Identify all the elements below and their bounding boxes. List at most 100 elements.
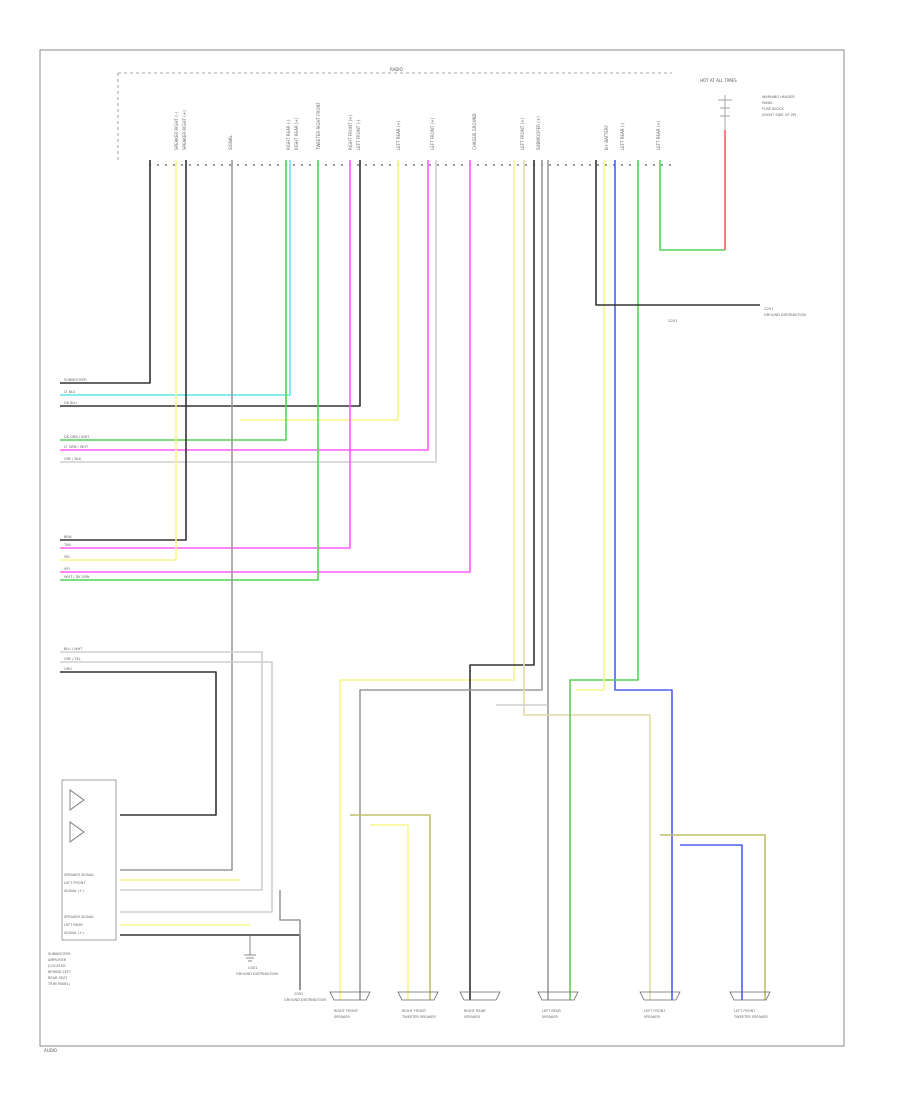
pin-dot — [661, 164, 663, 166]
left-wire-label: VIO — [64, 567, 70, 571]
left-wire-label: WHT / DK GRN — [64, 575, 90, 579]
left-wire-label: LT BLU — [64, 390, 76, 394]
warning-title: HOT AT ALL TIMES — [700, 78, 737, 83]
pin-dot — [581, 164, 583, 166]
pin-dot — [301, 164, 303, 166]
pin-dot — [269, 164, 271, 166]
left-wire-label: GRY / YEL — [64, 657, 81, 661]
wire-black — [120, 934, 301, 990]
warning-fuse-symbol — [718, 95, 732, 130]
pin-dot — [437, 164, 439, 166]
wire-cyan — [60, 160, 291, 396]
radio-pin-label: LEFT FRONT (+) — [430, 117, 435, 150]
pin-dot — [429, 164, 431, 166]
left-wire-label: BRN — [64, 535, 72, 539]
pin-dot — [181, 164, 183, 166]
radio-pin-dots — [149, 164, 671, 166]
warning-line: WARNING HEADER — [762, 95, 795, 99]
wire-gray — [279, 890, 301, 990]
left-wire-label: GRY / BLK — [64, 457, 82, 461]
wire-yellow — [576, 160, 605, 691]
radio-pin-label: SUBWOOFER (+) — [536, 116, 541, 150]
amplifier: SPEAKER SIGNAL LEFT FRONT SIGNAL (+) SPE… — [47, 779, 117, 986]
amplifier-symbol — [69, 789, 85, 843]
wire-olive — [660, 834, 766, 1000]
ground-ref: GROUND DISTRIBUTION — [764, 313, 806, 317]
left-wire-label: YEL — [64, 555, 70, 559]
radio-pin-label: LEFT REAR (+) — [396, 120, 401, 150]
speaker-sub: SPEAKER — [542, 1015, 558, 1019]
pin-dot — [669, 164, 671, 166]
pin-dot — [381, 164, 383, 166]
pin-dot — [229, 164, 231, 166]
pin-dot — [333, 164, 335, 166]
pin-dot — [485, 164, 487, 166]
pin-dot — [189, 164, 191, 166]
left-wire-label: ORG — [64, 667, 72, 671]
radio-pin-label: SIGNAL — [228, 134, 233, 150]
pin-dot — [597, 164, 599, 166]
pin-dot — [357, 164, 359, 166]
amplifier-line: BEHIND LEFT — [48, 970, 72, 974]
pin-dot — [501, 164, 503, 166]
speaker-right-front-tweeter: RIGHT FRONT TWEETER SPEAKER — [397, 991, 439, 1019]
speaker-symbol — [459, 991, 501, 1001]
speaker-name: RIGHT FRONT — [334, 1009, 359, 1013]
right-bottom-ground: G302 GROUND DISTRIBUTION — [284, 992, 326, 1002]
speaker-sub: SPEAKER — [334, 1015, 350, 1019]
left-wire-label: DK GRN / WHT — [64, 435, 90, 439]
pin-dot — [605, 164, 607, 166]
amplifier-pin: SIGNAL (+) — [64, 889, 84, 893]
speaker-left-rear: LEFT REAR SPEAKER — [537, 991, 579, 1019]
pin-dot — [237, 164, 239, 166]
wire-lightgray — [60, 651, 263, 891]
speaker-name: LEFT FRONT — [644, 1009, 666, 1013]
radio-pin-label: RIGHT REAR (-) — [286, 119, 291, 150]
pin-dot — [477, 164, 479, 166]
pin-dot — [293, 164, 295, 166]
speaker-name: LEFT REAR — [542, 1009, 561, 1013]
pin-dot — [589, 164, 591, 166]
wire-magenta — [60, 160, 351, 549]
pin-dot — [421, 164, 423, 166]
speaker-right-front: RIGHT FRONT SPEAKER — [329, 991, 371, 1019]
warning-line: PANEL — [762, 101, 773, 105]
speaker-left-front-tweeter: LEFT FRONT TWEETER SPEAKER — [729, 991, 771, 1019]
left-wire-label: TAN — [63, 543, 71, 547]
amplifier-line: AMPLIFIER — [48, 958, 67, 962]
amplifier-pin: SPEAKER SIGNAL — [64, 873, 94, 877]
pin-dot — [157, 164, 159, 166]
wire-blue — [614, 160, 673, 1000]
ground-label: G301 — [248, 966, 257, 970]
pin-dot — [629, 164, 631, 166]
radio-pin-label: SPEAKER RIGHT (-) — [174, 112, 179, 150]
amplifier-pin: SIGNAL (+) — [64, 931, 84, 935]
pin-dot — [373, 164, 375, 166]
speaker-right-rear: RIGHT REAR SPEAKER — [459, 991, 501, 1019]
pin-dot — [197, 164, 199, 166]
warning-line: (RIGHT SIDE OF I/P) — [762, 113, 797, 117]
pin-dot — [509, 164, 511, 166]
speaker-symbol — [537, 991, 579, 1001]
pin-dot — [653, 164, 655, 166]
pin-dot — [517, 164, 519, 166]
pin-dot — [205, 164, 207, 166]
wire-yellow — [240, 160, 399, 421]
radio-pin-label: SPEAKER RIGHT (+) — [182, 110, 187, 150]
pin-dot — [173, 164, 175, 166]
speaker-sub: SPEAKER — [464, 1015, 480, 1019]
wire-black — [60, 160, 187, 541]
pin-dot — [261, 164, 263, 166]
left-wire-label: SUBWOOFER — [64, 378, 87, 382]
left-wire-label: BLU / WHT — [64, 647, 83, 651]
amplifier-line: REAR SEAT — [48, 976, 68, 980]
pin-dot — [245, 164, 247, 166]
pin-dot — [341, 164, 343, 166]
pin-dot — [573, 164, 575, 166]
radio-connector-outline — [117, 72, 672, 160]
wire-black — [60, 160, 151, 384]
pin-dot — [389, 164, 391, 166]
speaker-left-front: LEFT FRONT SPEAKER — [639, 991, 681, 1019]
radio-pin-label: CHASSIS GROUND — [472, 113, 477, 150]
wire-yellow — [370, 824, 409, 1000]
